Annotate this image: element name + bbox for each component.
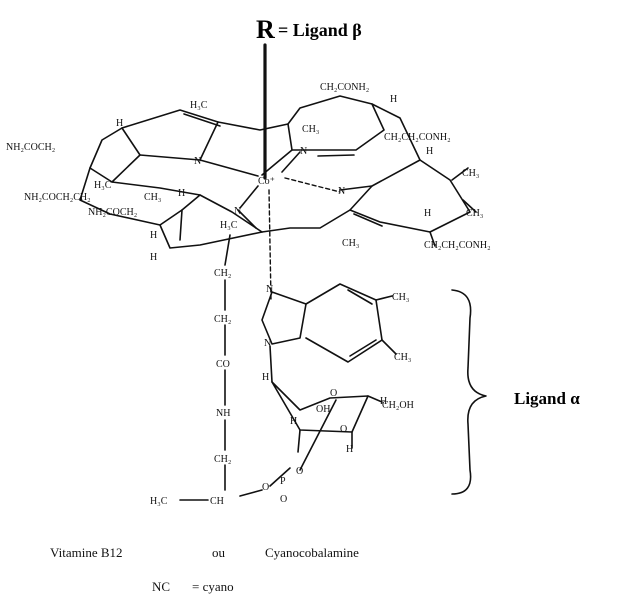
ribose (271, 381, 383, 471)
caption-nc: NC (152, 579, 170, 594)
caption-vitamine: Vitamine B12 (50, 545, 123, 560)
atom-ch3: CH₃ (394, 352, 411, 363)
atom-ch2ch2conh2: CH₂CH₂CONH₂ (384, 132, 451, 143)
atom-ch3: CH₃ (466, 208, 483, 219)
atom-h: H (424, 208, 431, 219)
atom-ch: CH (210, 496, 224, 507)
atom-n: N (234, 206, 241, 217)
atom-ch3: CH₃ (392, 292, 409, 303)
axial-bond-n (268, 189, 272, 301)
atom-h: H (150, 230, 157, 241)
atom-ch2conh2: CH₂CONH₂ (320, 82, 369, 93)
r-label: R (256, 15, 275, 44)
atom-ch3: CH₃ (302, 124, 319, 135)
atom-ch3: CH₃ (144, 192, 161, 203)
caption-cyano: = cyano (192, 579, 234, 594)
atom-nh: NH (216, 408, 230, 419)
atom-h: H (150, 252, 157, 263)
side-chain (179, 234, 291, 501)
atom-p: P (280, 476, 286, 487)
caption-ou: ou (212, 545, 226, 560)
atom-o: O (280, 494, 287, 505)
atom-nh2coch2: NH₂COCH₂ (6, 142, 55, 153)
atom-o: O (296, 466, 303, 477)
atom-ch2oh: CH₂OH (382, 400, 414, 411)
atom-n: N (300, 146, 307, 157)
atom-oh: OH (316, 404, 330, 415)
atom-o: O (330, 388, 337, 399)
atom-h3c: H₃C (150, 496, 168, 507)
atom-o: O (262, 482, 269, 493)
atom-h: H (262, 372, 269, 383)
caption-cyanocobalamine: Cyanocobalamine (265, 545, 359, 560)
atom-co: CO (216, 359, 230, 370)
atom-h: H (116, 118, 123, 129)
atom-h: H (178, 188, 185, 199)
atom-h3c: H₃C (94, 180, 112, 191)
atom-h3c: H₃C (220, 220, 238, 231)
atom-nh2coch2ch2: NH₂COCH₂CH₂ (24, 192, 91, 203)
atom-n: N (264, 338, 271, 349)
benzimidazole (261, 283, 397, 383)
corrin-ring (79, 95, 477, 249)
atom-cobalt: Co⁺ (258, 176, 275, 187)
ligand-alpha-label: Ligand α (514, 389, 580, 408)
atom-h: H (390, 94, 397, 105)
atom-ch3: CH₃ (342, 238, 359, 249)
ligand-alpha-brace (451, 289, 487, 495)
atom-o: O (340, 424, 347, 435)
atom-ch2: CH₂ (214, 314, 231, 325)
atom-n: N (194, 156, 201, 167)
atom-n: N (266, 284, 273, 295)
atom-ch2ch2conh2: CH₂CH₂CONH₂ (424, 240, 491, 251)
ligand-beta-label: = Ligand β (278, 20, 362, 40)
atom-h: H (426, 146, 433, 157)
atom-h: H (380, 396, 387, 407)
atom-h: H (346, 444, 353, 455)
atom-h: H (290, 416, 297, 427)
atom-nh2coch2: NH₂COCH₂ (88, 207, 137, 218)
atom-ch2: CH₂ (214, 454, 231, 465)
atom-ch3: CH₃ (462, 168, 479, 179)
atom-n: N (338, 186, 345, 197)
atom-h3c: H₃C (190, 100, 208, 111)
atom-ch2: CH₂ (214, 268, 231, 279)
